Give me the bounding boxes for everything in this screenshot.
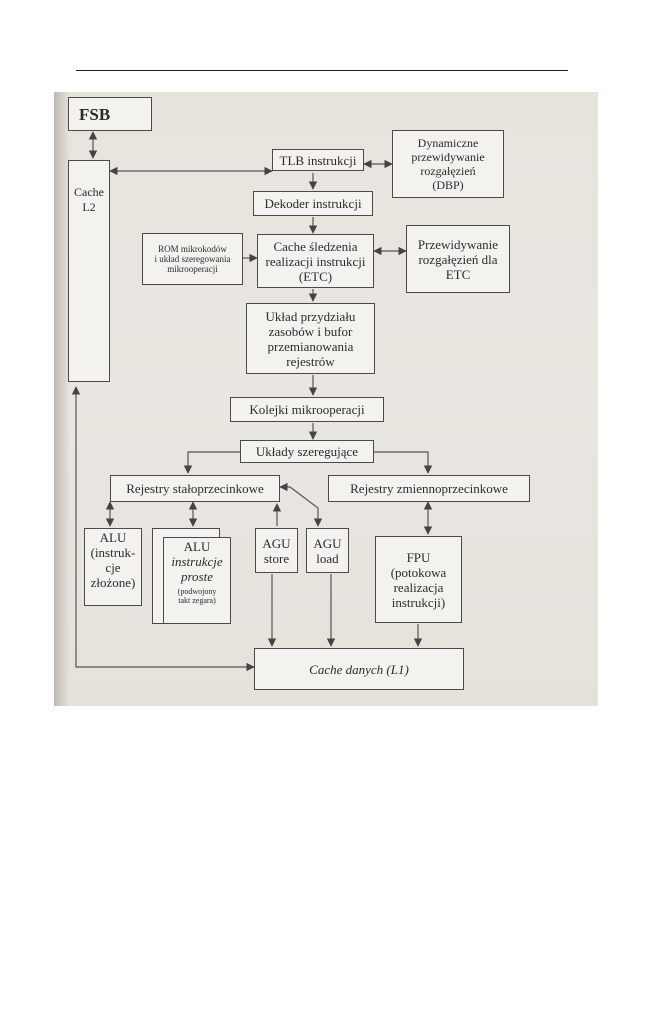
alu-simple-sub: instrukcje proste [171, 554, 223, 584]
photo-edge-shadow [54, 92, 70, 706]
dekoder-box: Dekoder instrukcji [253, 191, 373, 216]
tlb-label: TLB instrukcji [279, 152, 357, 168]
dbp-label: Dynamiczne przewidywanie rozgałęzień (DB… [411, 136, 485, 192]
dbp-box: Dynamiczne przewidywanie rozgałęzień (DB… [392, 130, 504, 198]
agu-store-label: AGU store [262, 535, 291, 566]
etc-label: Cache śledzenia realizacji instrukcji (E… [265, 238, 366, 284]
cache-l2-label: Cache L2 [74, 185, 104, 214]
rom-label: ROM mikrokodów i układ szeregowania mikr… [154, 244, 231, 274]
alu-simple-box: ALU instrukcje proste (podwojony takt ze… [163, 537, 231, 624]
fp-regs-box: Rejestry zmiennoprzecinkowe [328, 475, 530, 502]
alu-complex-box: ALU (instruk- cje złożone) [84, 528, 142, 606]
arrow-l1-l2 [71, 386, 255, 672]
header-rule [76, 70, 568, 71]
alloc-label: Układ przydziału zasobów i bufor przemia… [265, 308, 356, 369]
fp-regs-label: Rejestry zmiennoprzecinkowe [350, 481, 508, 496]
etc-box: Cache śledzenia realizacji instrukcji (E… [257, 234, 374, 288]
pred-etc-label: Przewidywanie rozgałęzień dla ETC [417, 236, 499, 282]
queues-label: Kolejki mikrooperacji [249, 402, 365, 417]
sched-label: Układy szeregujące [255, 444, 359, 459]
alloc-box: Układ przydziału zasobów i bufor przemia… [246, 303, 375, 374]
fpu-box: FPU (potokowa realizacja instrukcji) [375, 536, 462, 623]
fsb-label: FSB [79, 104, 111, 124]
sched-box: Układy szeregujące [240, 440, 374, 463]
fsb-box: FSB [68, 97, 152, 131]
agu-load-box: AGU load [306, 528, 349, 573]
alu-simple-title: ALU [183, 539, 211, 554]
arrow-sched-fp [374, 451, 433, 474]
arrow-sched-int [183, 451, 240, 474]
cache-l1-label: Cache danych (L1) [309, 661, 409, 677]
rom-box: ROM mikrokodów i układ szeregowania mikr… [142, 233, 243, 285]
int-regs-box: Rejestry stałoprzecinkowe [110, 475, 280, 502]
pred-etc-box: Przewidywanie rozgałęzień dla ETC [406, 225, 510, 293]
cache-l1-box: Cache danych (L1) [254, 648, 464, 690]
dekoder-label: Dekoder instrukcji [264, 196, 362, 211]
alu-complex-label: ALU (instruk- cje złożone) [90, 530, 136, 590]
int-regs-label: Rejestry stałoprzecinkowe [126, 481, 264, 496]
agu-store-box: AGU store [255, 528, 298, 573]
arrow-agu-load-int [279, 482, 323, 527]
queues-box: Kolejki mikrooperacji [230, 397, 384, 422]
tlb-box: TLB instrukcji [272, 149, 364, 171]
cache-l2-box: Cache L2 [68, 160, 110, 382]
agu-load-label: AGU load [313, 535, 342, 566]
alu-simple-note: (podwojony takt zegara) [177, 587, 217, 605]
fpu-label: FPU (potokowa realizacja instrukcji) [390, 549, 447, 610]
